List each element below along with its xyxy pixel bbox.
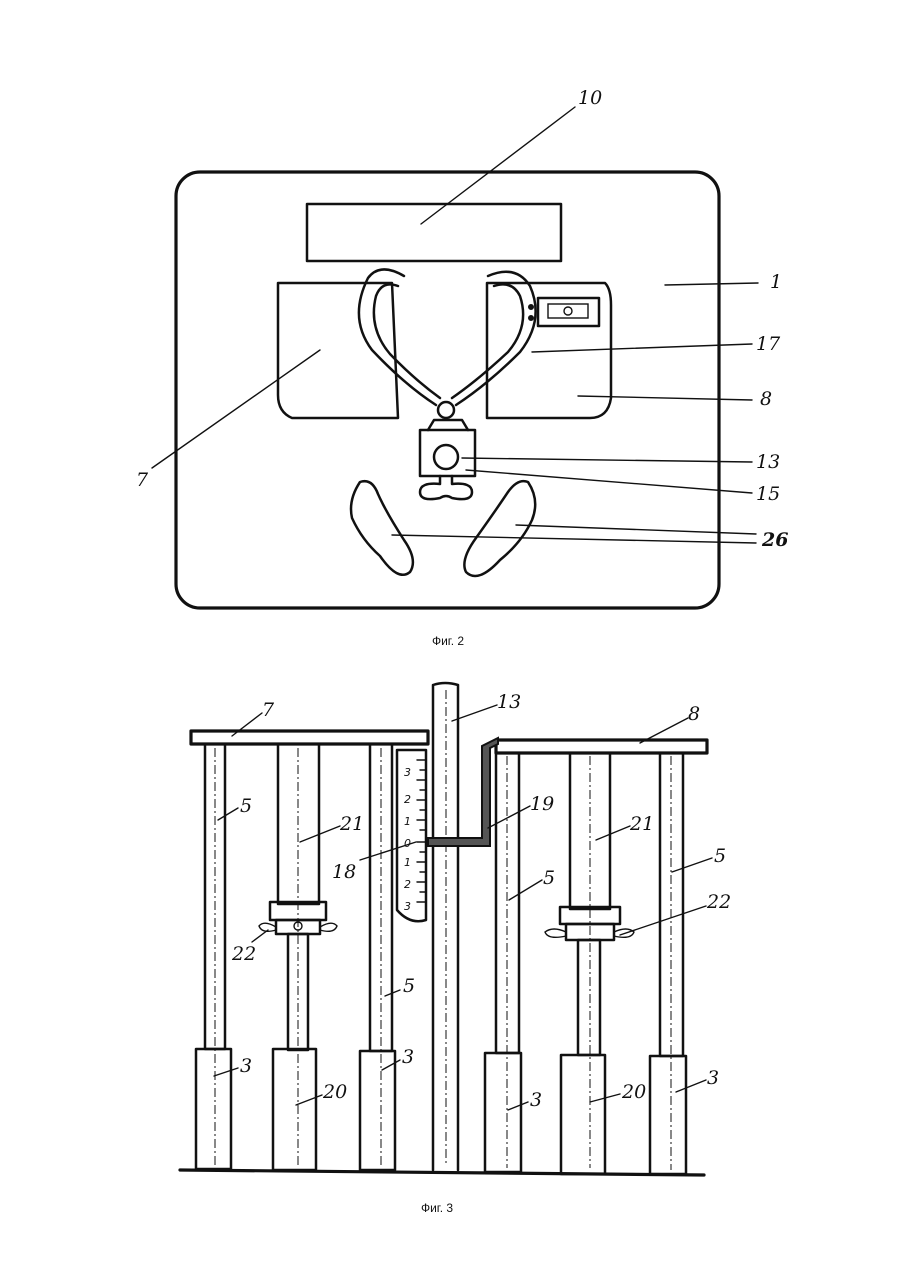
- scale-mark-5: 2: [404, 878, 411, 891]
- indicator-led-2: [529, 316, 534, 321]
- platform-outline: [176, 172, 719, 608]
- clamp-22-right-wing-l: [545, 929, 566, 937]
- label-3-5d: 5: [714, 845, 726, 867]
- caliper-left-arm-inner: [374, 284, 440, 398]
- label-3-3d: 3: [707, 1067, 719, 1089]
- leader-8: [578, 396, 752, 400]
- label-8: 8: [760, 388, 772, 410]
- support-20-right: [561, 1055, 605, 1174]
- label-26: 26: [761, 529, 788, 551]
- figure-3: 3 2 1 0 1 2 3: [180, 683, 731, 1215]
- sensor-handle: [420, 476, 472, 499]
- right-platform: [496, 740, 707, 753]
- indicator-window: [548, 304, 588, 318]
- label-3-22b: 22: [706, 891, 731, 913]
- label-3-21b: 21: [629, 813, 654, 835]
- label-3-5c: 5: [543, 867, 555, 889]
- label-3-3b: 3: [402, 1046, 414, 1068]
- left-platform: [191, 731, 428, 744]
- leader-1: [665, 283, 758, 285]
- label-3-18: 18: [332, 861, 356, 883]
- scale-mark-0: 3: [404, 766, 411, 779]
- label-3-5a: 5: [240, 795, 252, 817]
- scale-mark-4: 1: [404, 856, 411, 869]
- scale-bar: [397, 750, 426, 921]
- leader-26b: [392, 535, 756, 543]
- label-3-21a: 21: [339, 813, 364, 835]
- support-3-right-inner: [485, 1053, 521, 1172]
- left-pad: [278, 283, 398, 418]
- sensor-block-top: [428, 420, 468, 430]
- caliper-hinge: [438, 402, 454, 418]
- label-3-5b: 5: [403, 975, 415, 997]
- display-panel: [307, 204, 561, 261]
- label-10: 10: [578, 87, 602, 109]
- figure-2: 10 1 17 8 7 13 15 26 Фиг. 2: [136, 87, 788, 648]
- indicator-led-1: [529, 305, 534, 310]
- scale-mark-2: 1: [404, 815, 411, 828]
- support-3-right-outer: [650, 1056, 686, 1174]
- label-3-13: 13: [497, 691, 521, 713]
- support-3-left-inner: [360, 1051, 395, 1170]
- label-3-22a: 22: [231, 943, 256, 965]
- label-1: 1: [770, 271, 782, 293]
- indicator-dot: [564, 307, 572, 315]
- left-footprint: [351, 481, 413, 575]
- inner-rod-right: [578, 940, 600, 1055]
- pointer-bracket: [428, 738, 498, 846]
- scale-mark-6: 3: [404, 900, 411, 913]
- figure-2-caption: Фиг. 2: [432, 634, 464, 648]
- label-7: 7: [136, 469, 149, 491]
- label-3-3c: 3: [530, 1089, 542, 1111]
- label-3-3a: 3: [240, 1055, 252, 1077]
- label-3-20a: 20: [322, 1081, 347, 1103]
- scale-ticks: [417, 760, 426, 902]
- leader-13: [462, 458, 752, 462]
- label-3-20b: 20: [621, 1081, 646, 1103]
- figure-3-caption: Фиг. 3: [421, 1201, 453, 1215]
- support-20-left: [273, 1049, 316, 1170]
- label-15: 15: [756, 483, 780, 505]
- label-3-19: 19: [530, 793, 554, 815]
- clamp-22-left-wing-r: [320, 923, 337, 931]
- leader-10: [421, 107, 575, 224]
- right-footprint: [464, 481, 535, 576]
- label-3-8: 8: [688, 703, 700, 725]
- sensor-lens: [434, 445, 458, 469]
- central-column: [433, 683, 458, 1170]
- support-3-left-outer: [196, 1049, 231, 1169]
- indicator-box: [538, 298, 599, 326]
- floor-line: [180, 1170, 704, 1175]
- label-3-7: 7: [262, 699, 275, 721]
- scale-mark-1: 2: [404, 793, 411, 806]
- label-13: 13: [756, 451, 780, 473]
- label-17: 17: [756, 333, 781, 355]
